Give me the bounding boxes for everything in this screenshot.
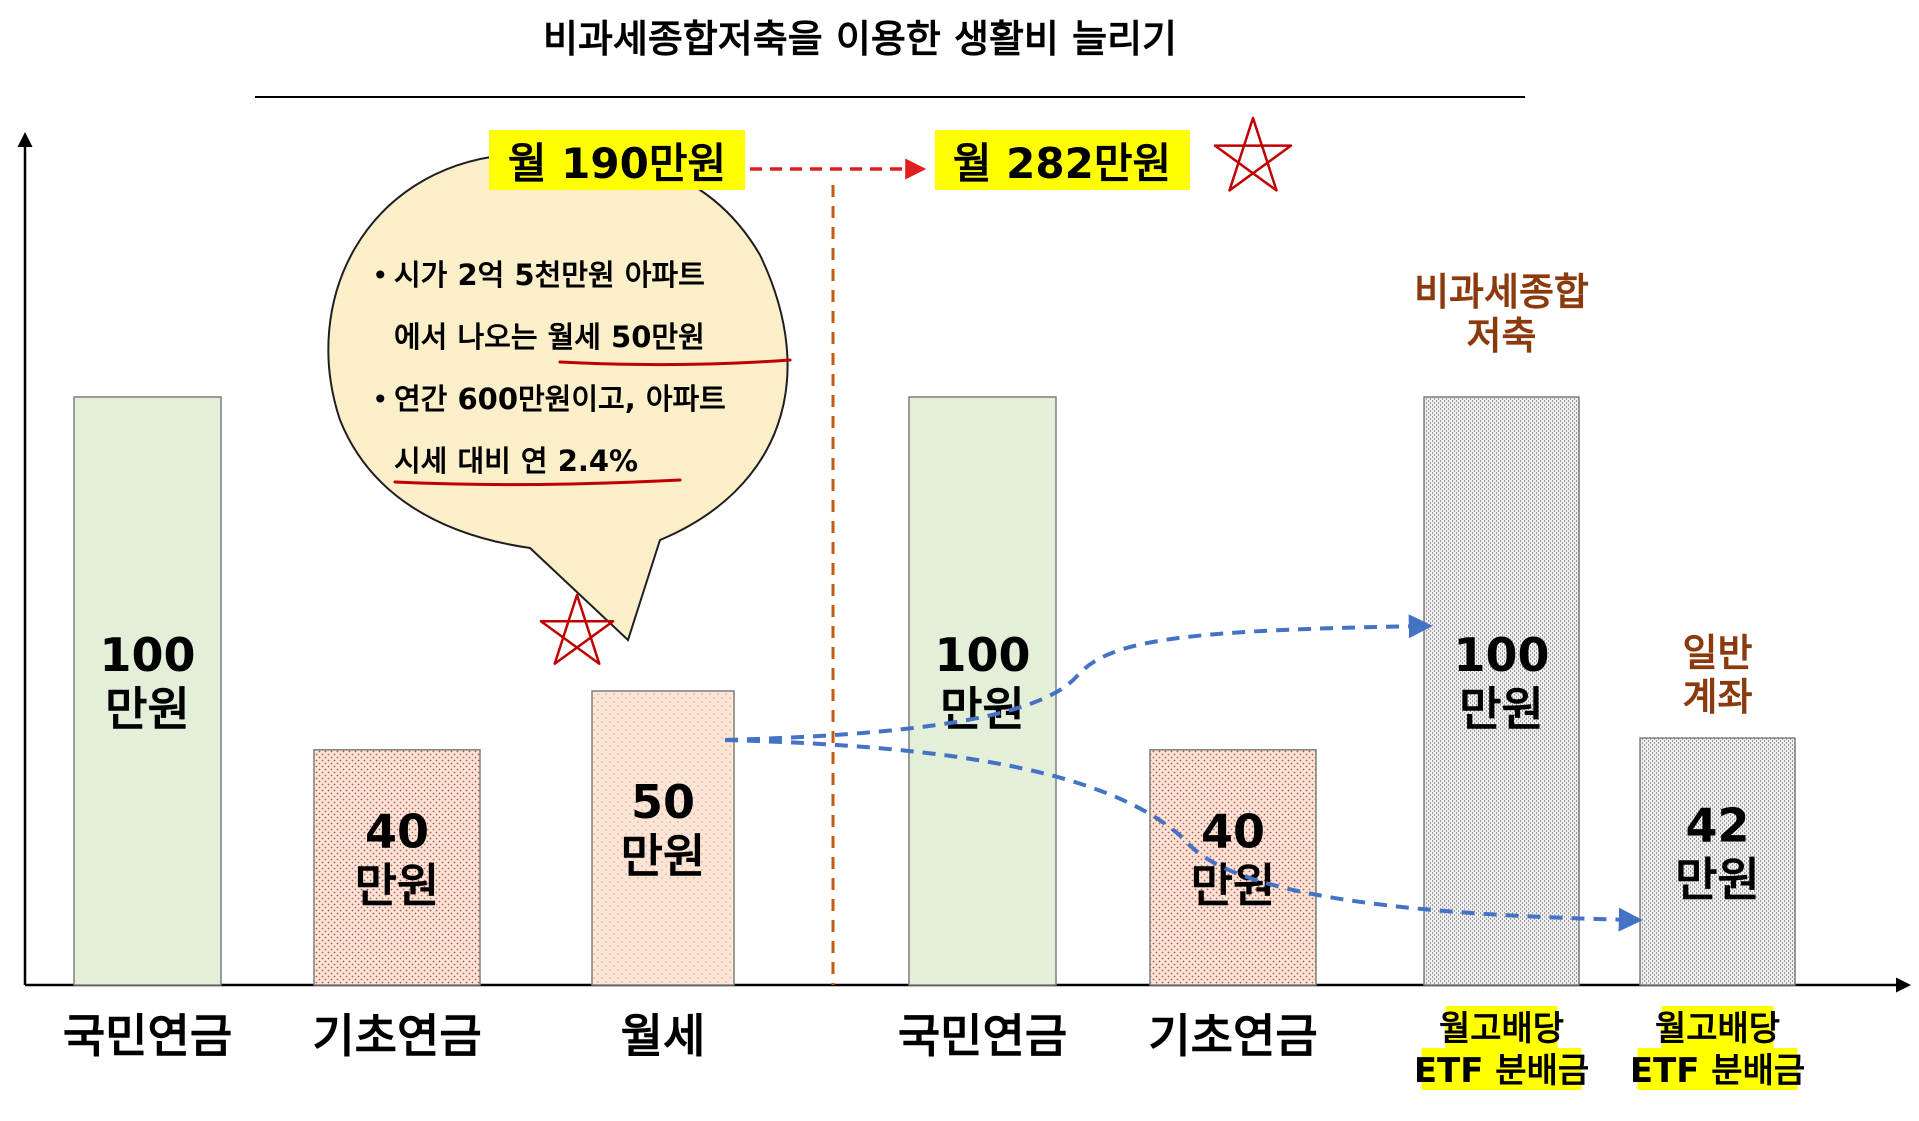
bar-5 <box>1149 749 1317 986</box>
category-label-6-1: ETF 분배금 <box>1414 1051 1589 1091</box>
flow-arrow-to-tax-free <box>724 614 1433 742</box>
bar-2 <box>313 749 481 986</box>
category-label-7-1: ETF 분배금 <box>1630 1051 1805 1091</box>
bar-unit-label-6: 만원 <box>1459 682 1544 736</box>
bar-unit-label-3: 만원 <box>621 829 706 883</box>
category-highlight-7-0 <box>1661 1006 1774 1048</box>
star-icon-after-total <box>1213 116 1293 192</box>
bar-value-label-1: 100 <box>99 628 195 682</box>
callout-underline-1 <box>558 358 792 367</box>
bar-unit-label-5: 만원 <box>1191 858 1276 912</box>
category-highlight-6-1 <box>1421 1048 1582 1090</box>
callout-line-2-2: 시세 대비 연 2.4% <box>394 444 638 478</box>
bar-value-label-5: 40 <box>1201 804 1265 858</box>
category-highlight-7-1 <box>1637 1048 1798 1090</box>
bar-top-label-7-1: 계좌 <box>1683 675 1753 719</box>
bar-value-label-6: 100 <box>1453 628 1549 682</box>
bar-value-label-4: 100 <box>934 628 1030 682</box>
callout-bullet-1: • <box>372 259 389 292</box>
before-total-highlight <box>489 130 745 190</box>
bar-1 <box>73 396 222 986</box>
category-label-1: 국민연금 <box>63 1009 232 1063</box>
callout-line-1-2: 에서 나오는 월세 50만원 <box>394 320 705 354</box>
bar-unit-label-7: 만원 <box>1675 853 1760 907</box>
callout-bubble <box>327 151 789 642</box>
bar-value-label-3: 50 <box>631 775 695 829</box>
after-total-label: 월 282만원 <box>953 139 1171 188</box>
after-total-highlight <box>935 130 1190 190</box>
callout-line-2-1: 연간 600만원이고, 아파트 <box>394 382 726 416</box>
bar-value-label-7: 42 <box>1685 799 1749 853</box>
callout-underline-2 <box>393 478 682 487</box>
chart-title: 비과세종합저축을 이용한 생활비 늘리기 <box>543 17 1177 61</box>
bar-3 <box>591 690 735 986</box>
category-label-4: 국민연금 <box>898 1009 1067 1063</box>
bar-value-label-2: 40 <box>365 804 429 858</box>
category-label-7-0: 월고배당 <box>1655 1009 1780 1049</box>
category-label-5: 기초연금 <box>1148 1009 1317 1063</box>
bar-top-label-6-0: 비과세종합 <box>1414 270 1589 314</box>
callout-bullet-2: • <box>372 383 389 416</box>
callout-line-1-1: 시가 2억 5천만원 아파트 <box>394 258 705 292</box>
category-label-2: 기초연금 <box>312 1009 481 1063</box>
bar-unit-label-1: 만원 <box>105 682 190 736</box>
category-label-3: 월세 <box>621 1009 706 1063</box>
bar-7 <box>1639 737 1796 986</box>
flow-arrow-to-general-account <box>724 738 1643 932</box>
star-icon-callout <box>539 593 615 665</box>
bar-4 <box>908 396 1057 986</box>
bar-top-label-7-0: 일반 <box>1683 631 1753 675</box>
bar-unit-label-2: 만원 <box>355 858 440 912</box>
category-label-6-0: 월고배당 <box>1439 1009 1564 1049</box>
bar-top-label-6-1: 저축 <box>1467 314 1537 358</box>
category-highlight-6-0 <box>1445 1006 1558 1048</box>
bar-6 <box>1423 396 1580 986</box>
before-total-label: 월 190만원 <box>508 139 726 188</box>
